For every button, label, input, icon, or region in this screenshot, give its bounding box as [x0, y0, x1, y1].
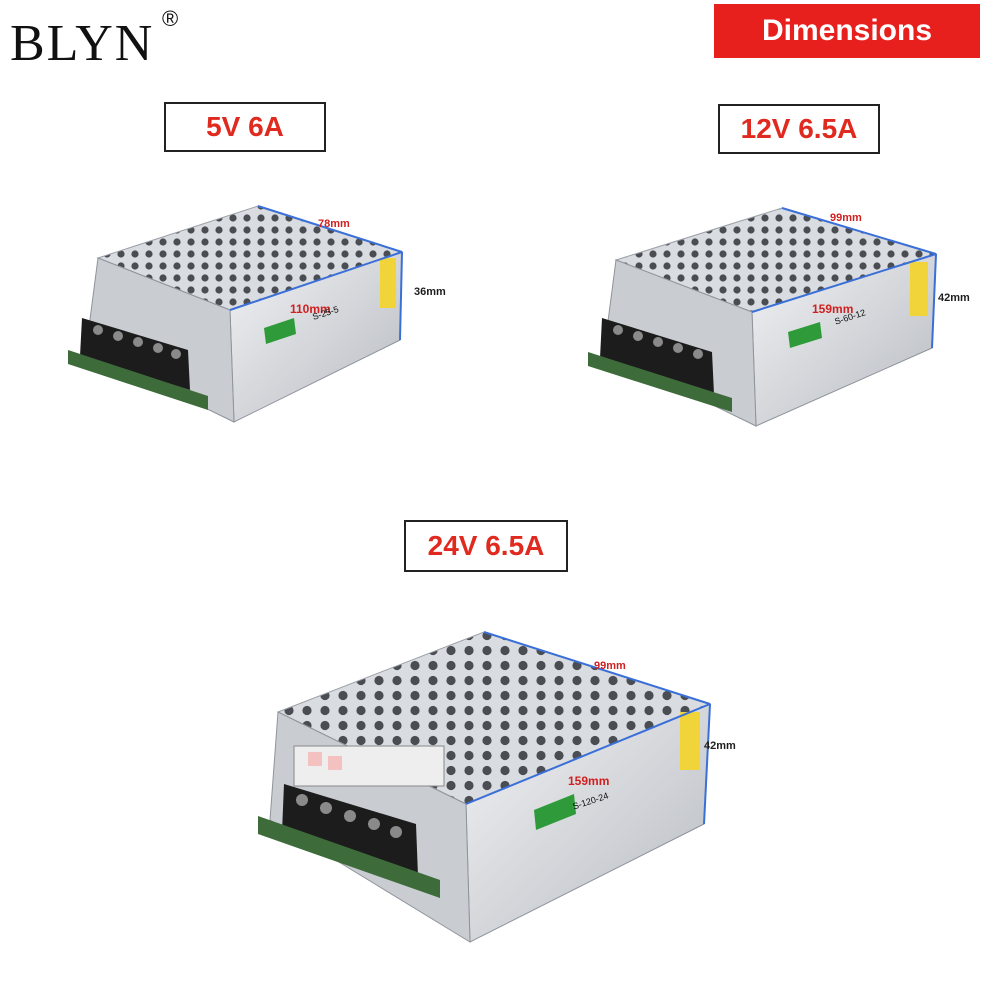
spec-label-12v: 12V 6.5A	[718, 104, 880, 154]
dim-width-5v: 78mm	[318, 218, 350, 230]
registered-mark: ®	[162, 6, 179, 31]
spec-label-5v: 5V 6A	[164, 102, 326, 152]
power-supply-24v-image	[258, 631, 712, 943]
dim-length-24v: 159mm	[568, 774, 610, 788]
power-supply-5v-image	[68, 205, 404, 423]
dimensions-banner: Dimensions	[714, 4, 980, 58]
brand-logo: BLYN	[10, 15, 155, 72]
dim-length-12v: 159mm	[812, 302, 854, 316]
spec-label-24v: 24V 6.5A	[404, 520, 568, 572]
dim-height-24v: 42mm	[704, 740, 736, 752]
dim-height-12v: 42mm	[938, 292, 970, 304]
dim-length-5v: 110mm	[290, 302, 331, 316]
dim-height-5v: 36mm	[414, 286, 446, 298]
dim-width-12v: 99mm	[830, 212, 862, 224]
dim-width-24v: 99mm	[594, 660, 626, 672]
power-supply-12v-image	[588, 207, 938, 427]
